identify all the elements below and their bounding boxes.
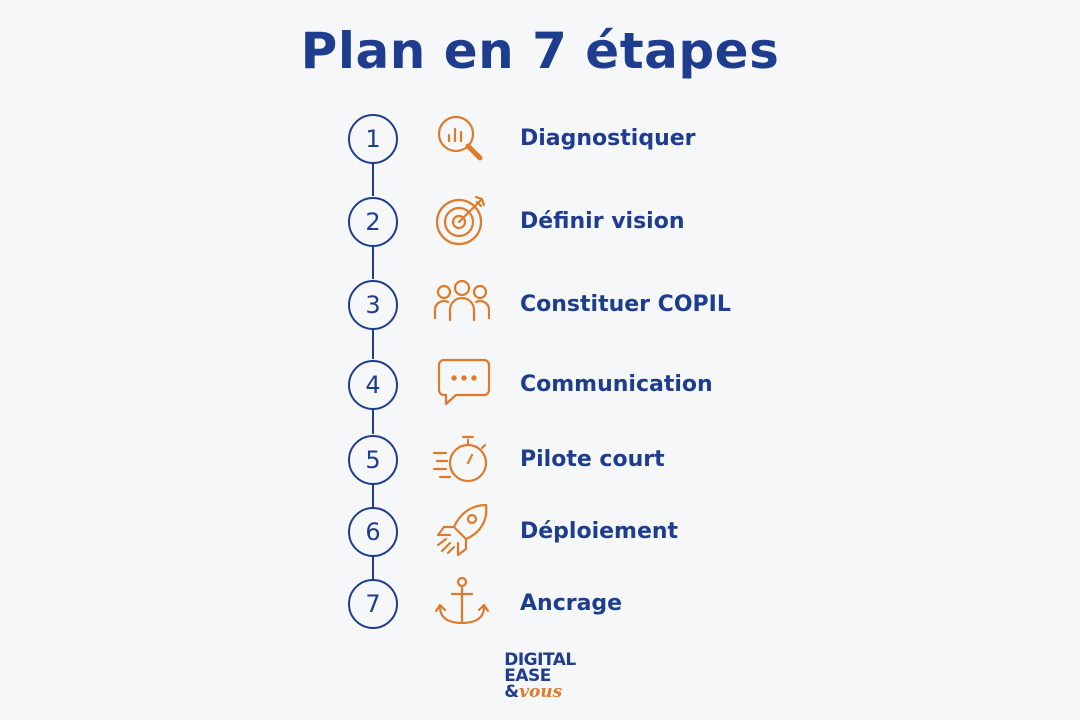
logo-line-1: DIGITAL (504, 650, 576, 670)
step-4: 4 Communication (0, 358, 1080, 412)
step-3: 3 Constituer COPIL (0, 279, 1080, 332)
logo-ampersand: & (504, 682, 520, 703)
connector-line (372, 162, 374, 196)
step-6: 6 Déploiement (0, 503, 1080, 559)
magnifier-chart-icon (432, 110, 492, 166)
connector-line (372, 407, 374, 434)
chat-bubble-icon (432, 356, 492, 412)
connector-line (372, 481, 374, 507)
step-label: Définir vision (520, 209, 685, 234)
step-label: Communication (520, 372, 713, 397)
team-icon (432, 276, 492, 332)
anchor-icon (432, 575, 492, 631)
step-number: 2 (348, 197, 398, 247)
logo-line-3: &vous (504, 682, 575, 703)
step-number: 3 (348, 280, 398, 330)
step-label: Constituer COPIL (520, 292, 731, 317)
connector-line (372, 245, 374, 279)
logo-line-2: EASE (504, 666, 551, 687)
step-2: 2 Définir vision (0, 195, 1080, 249)
brand-logo: DIGITAL EASE &vous (0, 650, 1080, 703)
step-number: 4 (348, 360, 398, 410)
step-1: 1 Diagnostiquer (0, 114, 1080, 166)
step-5: 5 Pilote court (0, 435, 1080, 487)
logo-vous: vous (519, 682, 563, 703)
step-number: 5 (348, 435, 398, 485)
step-number: 1 (348, 114, 398, 164)
page-title: Plan en 7 étapes (300, 22, 780, 80)
connector-line (372, 327, 374, 359)
connector-line (372, 553, 374, 579)
step-label: Pilote court (520, 447, 665, 472)
step-number: 7 (348, 579, 398, 629)
target-icon (432, 193, 492, 249)
step-label: Ancrage (520, 591, 623, 616)
step-label: Déploiement (520, 519, 679, 544)
step-7: 7 Ancrage (0, 576, 1080, 631)
stopwatch-icon (432, 431, 492, 487)
rocket-icon (432, 503, 492, 559)
step-number: 6 (348, 507, 398, 557)
step-label: Diagnostiquer (520, 126, 696, 151)
